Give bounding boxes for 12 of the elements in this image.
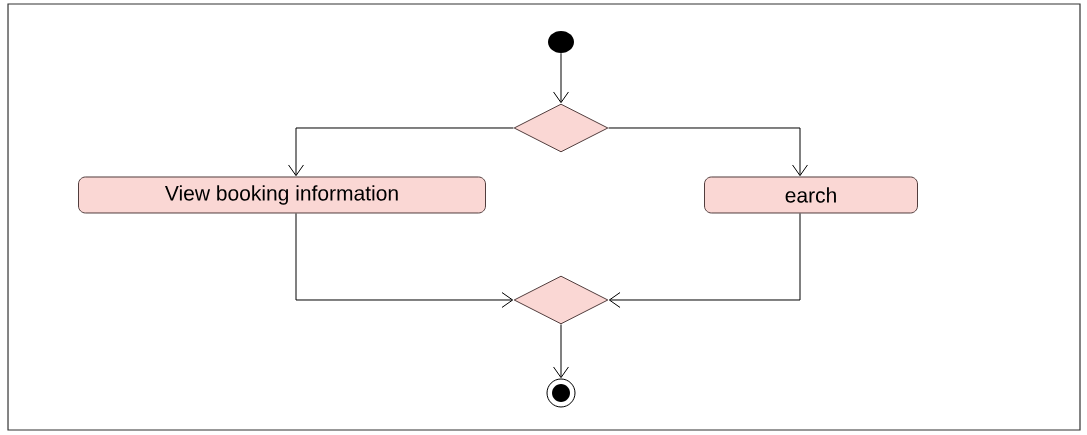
activity-box: View booking information [78, 176, 486, 214]
merge-diamond [513, 275, 609, 325]
activity-box: earch [704, 176, 918, 214]
arrow [288, 127, 514, 177]
arrow [608, 213, 801, 308]
end-bullseye [546, 378, 576, 408]
arrow [608, 127, 808, 177]
arrow [553, 324, 569, 379]
start-dot [548, 31, 574, 53]
decision-diamond [513, 103, 609, 153]
arrow [553, 52, 569, 104]
arrow [295, 213, 514, 308]
